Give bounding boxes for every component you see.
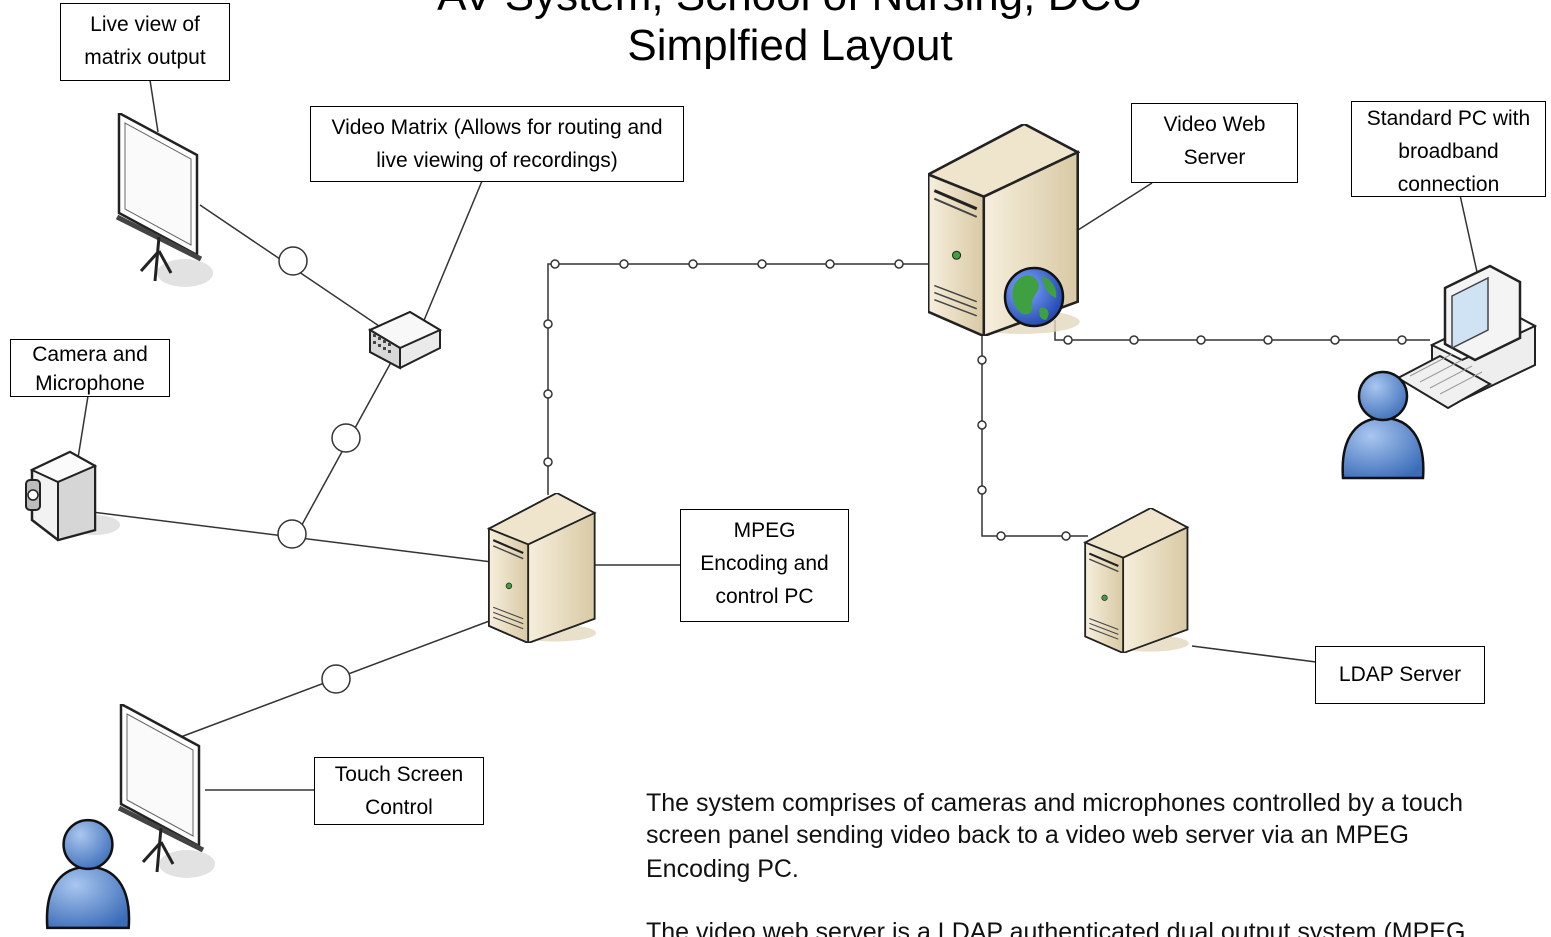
user-icon xyxy=(45,818,131,930)
description-p1-line2: screen panel sending video back to a vid… xyxy=(646,821,1409,849)
label-camera-microphone: Camera and Microphone xyxy=(10,339,170,397)
line-pc-label xyxy=(1459,194,1478,273)
link-mpeg-to-server xyxy=(547,263,932,495)
diagram-title-line2: Simplfied Layout xyxy=(627,21,953,70)
diagram-title-line1: AV System, School of Nursing, DCU xyxy=(300,0,1280,22)
label-mpeg-encoding-pc: MPEG Encoding and control PC xyxy=(680,509,849,622)
camcorder-icon xyxy=(25,450,120,542)
description-p1-line1: The system comprises of cameras and micr… xyxy=(646,789,1464,817)
label-video-matrix: Video Matrix (Allows for routing and liv… xyxy=(310,106,684,182)
projector-screen-icon xyxy=(117,113,213,287)
link-beads xyxy=(543,259,1407,541)
network-switch-icon xyxy=(367,310,443,370)
description-p2-line1: The video web server is a LDAP authentic… xyxy=(646,918,1466,937)
label-live-view: Live view of matrix output xyxy=(60,3,230,81)
globe-icon xyxy=(1003,266,1065,328)
label-ldap-server: LDAP Server xyxy=(1315,646,1485,704)
line-matrix-label xyxy=(419,180,483,331)
link-server-to-pc xyxy=(1054,320,1430,341)
connection-lines xyxy=(77,79,1478,791)
desktop-computer-icon xyxy=(1395,264,1538,410)
description-p1-line3: Encoding PC. xyxy=(646,855,799,883)
line-camera-label xyxy=(77,395,89,459)
label-video-web-server: Video Web Server xyxy=(1131,103,1298,183)
user-icon xyxy=(1341,370,1425,480)
label-standard-pc: Standard PC with broadband connection xyxy=(1351,101,1546,197)
link-server-to-ldap xyxy=(981,330,1088,537)
line-server-label xyxy=(1077,182,1153,231)
cable-rings xyxy=(277,246,361,694)
line-ldap-label xyxy=(1191,645,1317,663)
line-live-view-label xyxy=(149,79,159,133)
tower-server-icon xyxy=(1084,508,1190,653)
tower-server-icon xyxy=(487,493,598,643)
label-touch-screen-control: Touch Screen Control xyxy=(314,757,484,825)
